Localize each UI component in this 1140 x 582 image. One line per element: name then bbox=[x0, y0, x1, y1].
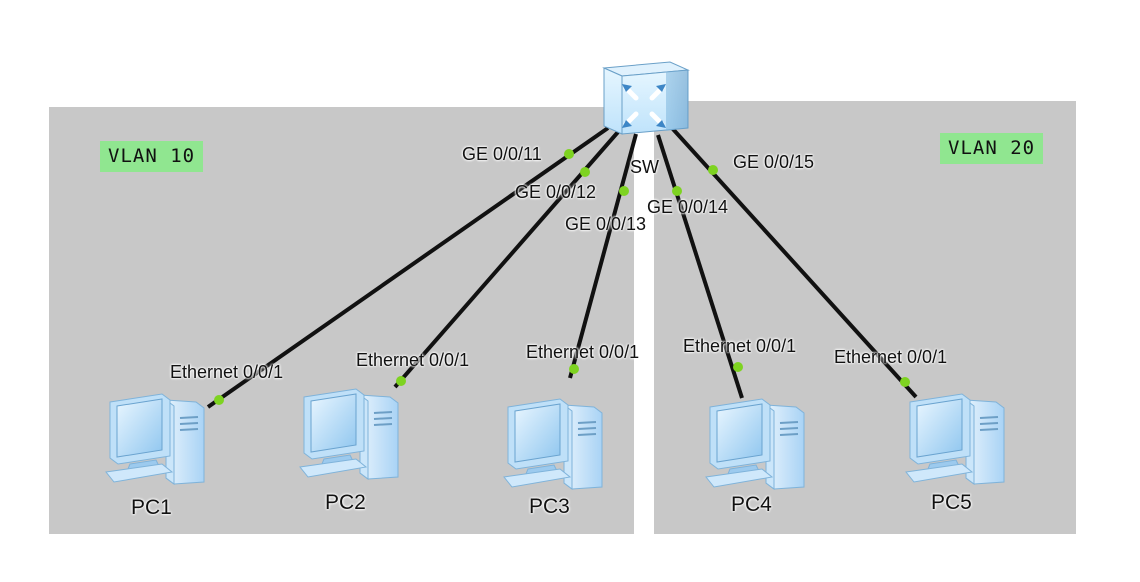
port-dot-ge14 bbox=[672, 186, 682, 196]
vlan10-label: VLAN 10 bbox=[100, 141, 204, 172]
desktop-pc-icon[interactable] bbox=[498, 395, 608, 495]
port-dot-pc5 bbox=[900, 377, 910, 387]
switch-port-label-ge14: GE 0/0/14 bbox=[647, 197, 729, 217]
pc5-port-label: Ethernet 0/0/1 bbox=[834, 347, 948, 367]
layer3-switch-icon[interactable] bbox=[600, 58, 692, 138]
port-dot-ge11 bbox=[564, 149, 574, 159]
desktop-pc-icon[interactable] bbox=[900, 390, 1010, 490]
link-pc1 bbox=[206, 126, 610, 409]
pc4-name: PC4 bbox=[731, 493, 772, 516]
switch-port-label-ge15: GE 0/0/15 bbox=[733, 152, 815, 172]
pc3-port-label: Ethernet 0/0/1 bbox=[526, 342, 640, 362]
pc3-name: PC3 bbox=[529, 495, 570, 518]
port-dot-pc1 bbox=[214, 395, 224, 405]
vlan20-label: VLAN 20 bbox=[940, 133, 1044, 164]
pc2-port-label: Ethernet 0/0/1 bbox=[356, 350, 470, 370]
link-pc4 bbox=[656, 134, 744, 399]
pc1-name: PC1 bbox=[131, 496, 172, 519]
pc1-port-label: Ethernet 0/0/1 bbox=[170, 362, 284, 382]
switch-port-label-ge13: GE 0/0/13 bbox=[565, 214, 647, 234]
pc5-name: PC5 bbox=[931, 491, 972, 514]
port-dot-ge12 bbox=[580, 167, 590, 177]
port-dot-ge15 bbox=[708, 165, 718, 175]
port-dot-pc2 bbox=[396, 376, 406, 386]
switch-port-label-ge11: GE 0/0/11 bbox=[462, 144, 542, 164]
pc4-port-label: Ethernet 0/0/1 bbox=[683, 336, 797, 356]
port-dot-ge13 bbox=[619, 186, 629, 196]
switch-name: SW bbox=[630, 157, 659, 177]
desktop-pc-icon[interactable] bbox=[294, 385, 404, 485]
port-dot-pc4 bbox=[733, 362, 743, 372]
desktop-pc-icon[interactable] bbox=[100, 390, 210, 490]
desktop-pc-icon[interactable] bbox=[700, 395, 810, 495]
link-pc3 bbox=[568, 133, 638, 379]
port-dot-pc3 bbox=[569, 364, 579, 374]
switch-port-label-ge12: GE 0/0/12 bbox=[515, 182, 597, 202]
pc2-name: PC2 bbox=[325, 491, 366, 514]
